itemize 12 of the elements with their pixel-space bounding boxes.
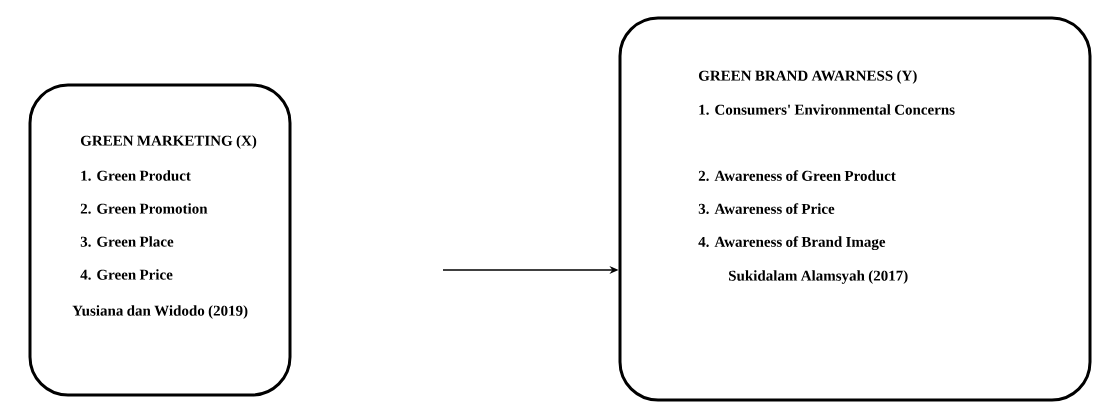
citation: Yusiana dan Widodo (2019) [72,305,248,319]
list-item: 2. Awareness of Green Product [698,170,896,181]
list-item: 1. Consumers' Environmental Concerns [699,104,955,115]
list-item: 4. Awareness of Brand Image [698,236,886,251]
list-item: 3. Awareness of Price [698,203,835,214]
list-item: 4. Green Price [80,269,173,280]
box-heading: GREEN BRAND AWARNESS (Y) [698,70,917,84]
citation: Sukidalam Alamsyah (2017) [729,270,908,284]
box-heading: GREEN MARKETING (X) [80,135,257,149]
list-item: 1. Green Product [81,170,191,181]
list-item: 3. Green Place [80,236,174,247]
list-item: 2. Green Promotion [80,203,208,214]
